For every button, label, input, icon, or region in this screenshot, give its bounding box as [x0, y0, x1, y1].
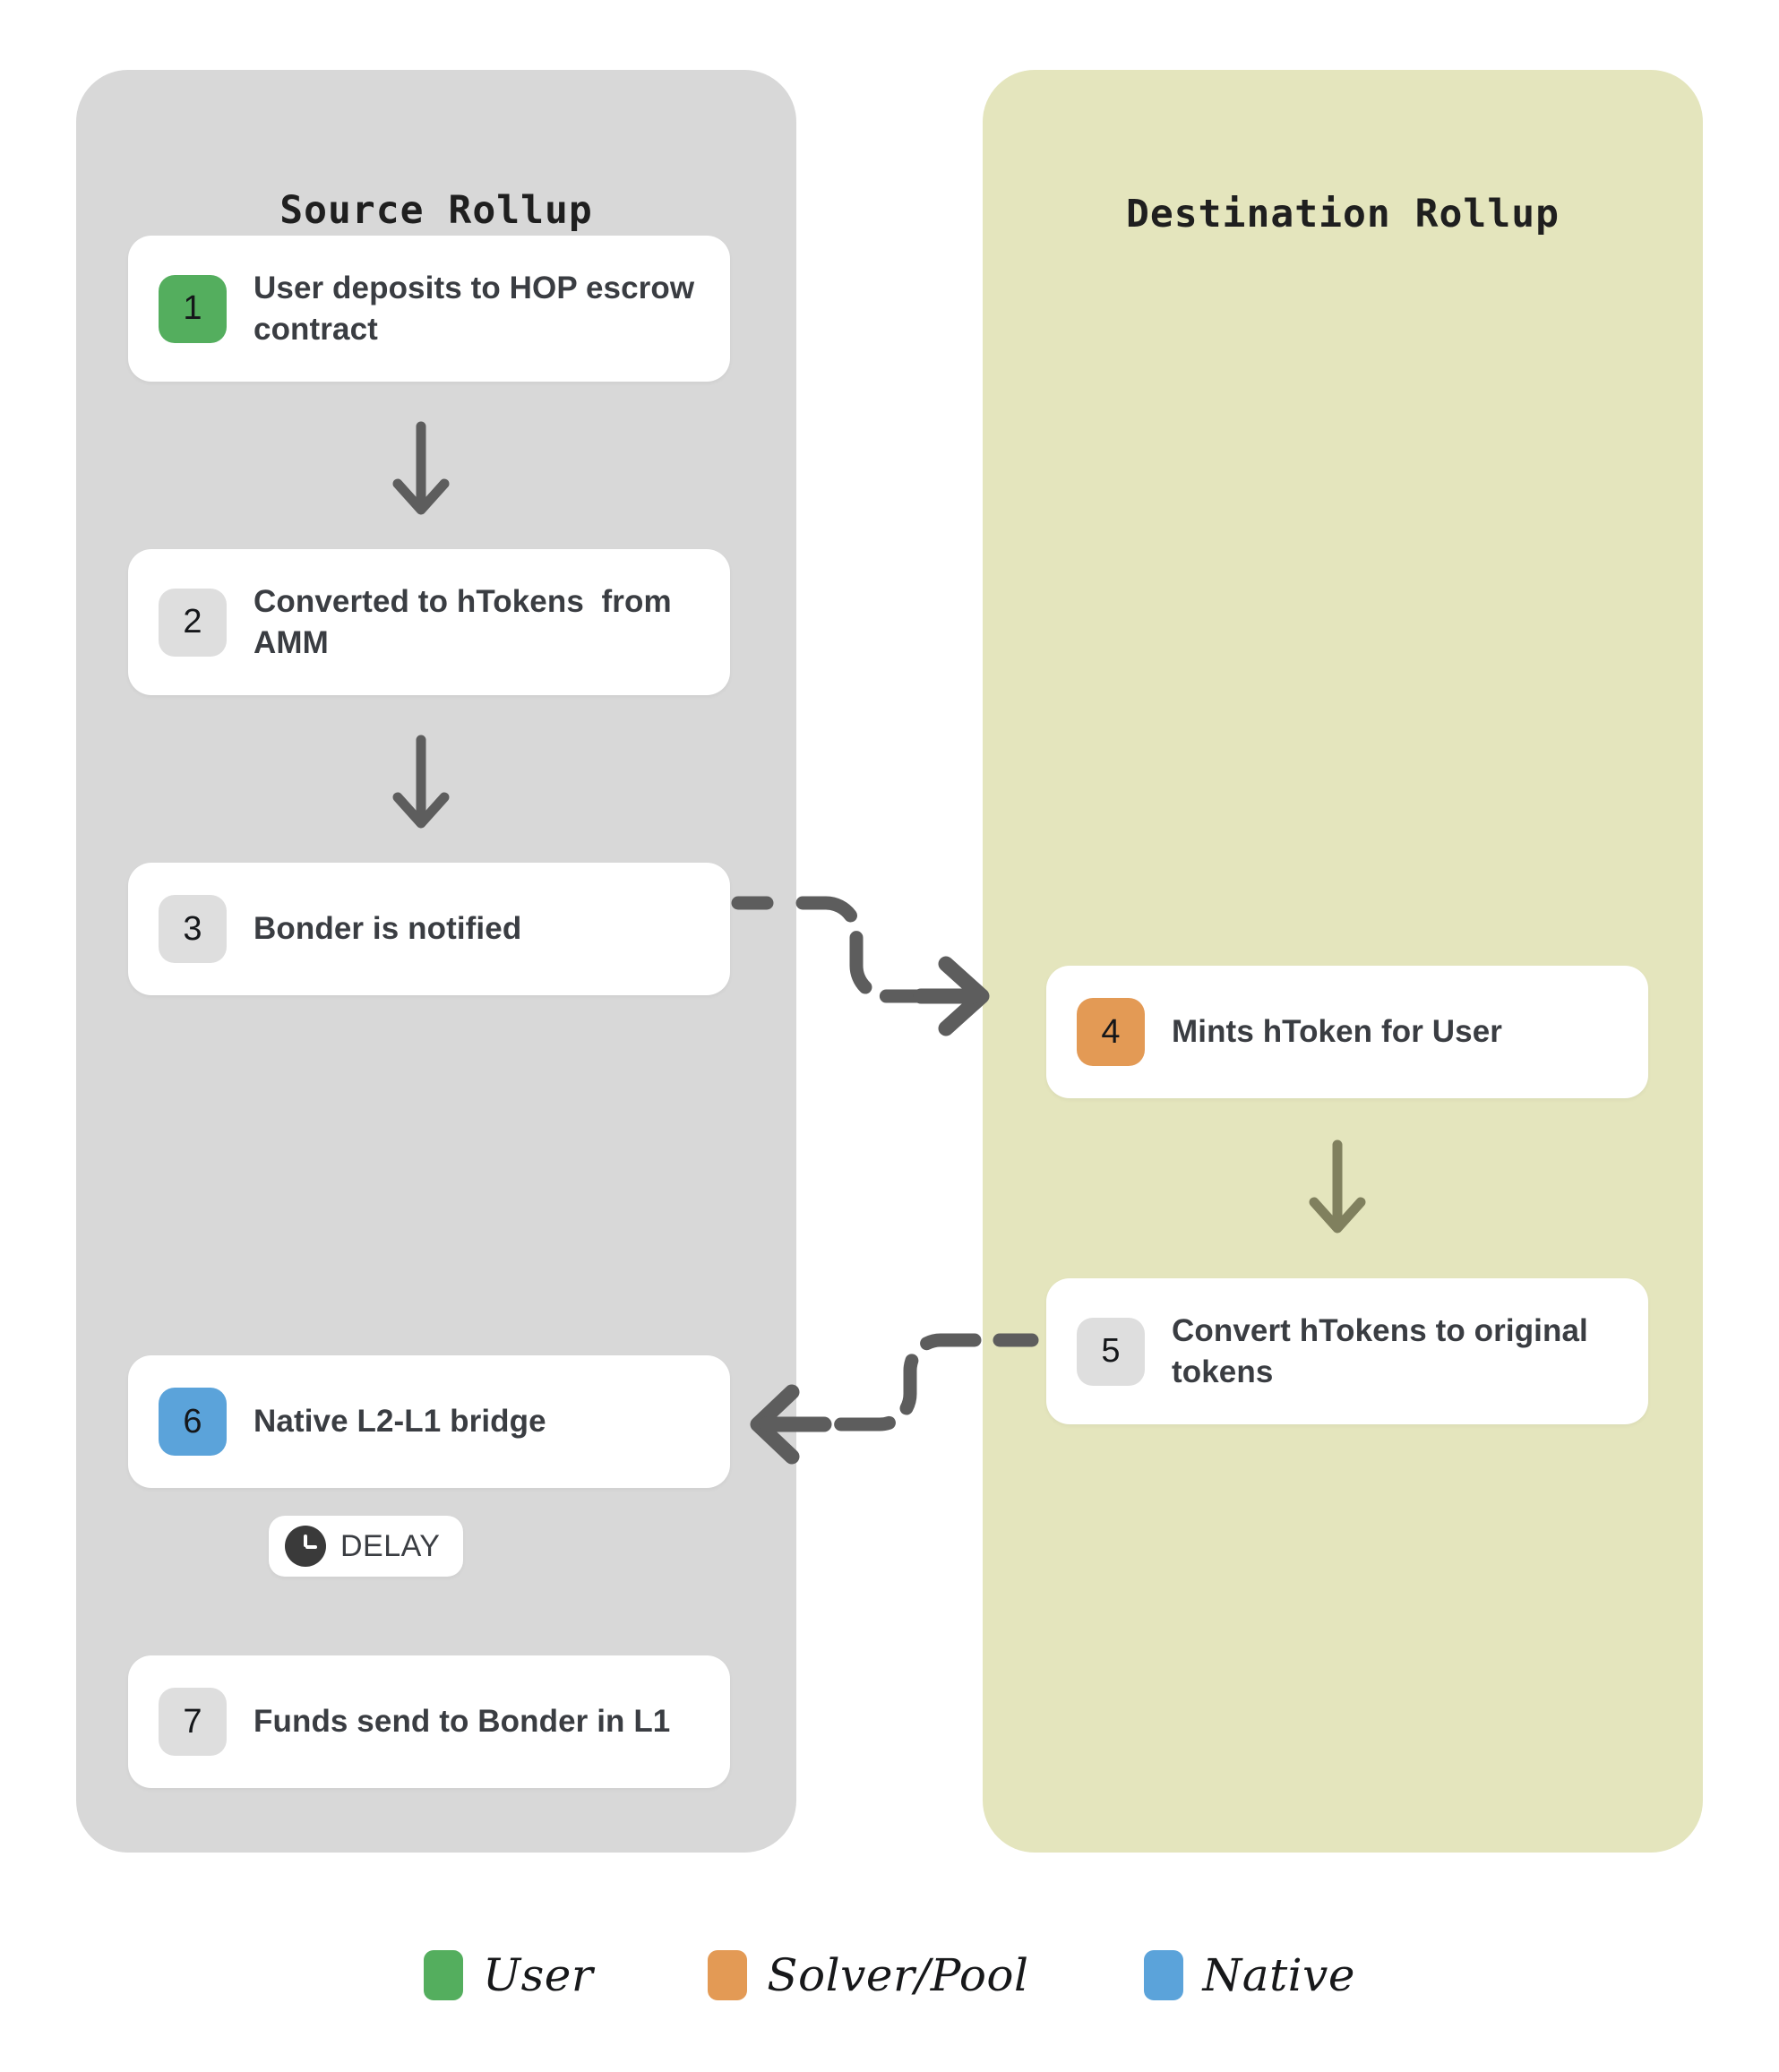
- step-card-3[interactable]: 3 Bonder is notified: [128, 863, 730, 995]
- step-label-3: Bonder is notified: [254, 911, 522, 947]
- step-label-2: Converted to hTokens from AMM: [254, 584, 680, 660]
- step-label-1: User deposits to HOP escrow contract: [254, 271, 704, 347]
- delay-label: DELAY: [340, 1528, 441, 1563]
- step-badge-7: 7: [159, 1688, 227, 1756]
- legend: User Solver/Pool Native: [0, 1949, 1779, 2001]
- step-badge-5: 5: [1077, 1317, 1145, 1386]
- destination-rollup-title: Destination Rollup: [1126, 192, 1560, 236]
- step-card-5[interactable]: 5 Convert hTokens to original tokens: [1046, 1278, 1648, 1424]
- legend-swatch-solver-pool: [708, 1950, 748, 2000]
- step-label-5: Convert hTokens to original tokens: [1172, 1313, 1597, 1389]
- legend-item-native: Native: [1143, 1949, 1356, 2001]
- step-label-4: Mints hToken for User: [1172, 1014, 1502, 1050]
- step-card-6[interactable]: 6 Native L2-L1 bridge: [128, 1355, 730, 1488]
- step-card-7[interactable]: 7 Funds send to Bonder in L1: [128, 1655, 730, 1788]
- step-label-6: Native L2-L1 bridge: [254, 1404, 546, 1440]
- legend-label-solver-pool: Solver/Pool: [767, 1949, 1029, 2001]
- dashed-curved-arrow-left-icon: [750, 1333, 1039, 1465]
- legend-label-user: User: [482, 1949, 594, 2001]
- step-label-7: Funds send to Bonder in L1: [254, 1704, 671, 1740]
- step-badge-1: 1: [159, 274, 227, 343]
- step-card-4[interactable]: 4 Mints hToken for User: [1046, 966, 1648, 1098]
- legend-label-native: Native: [1202, 1949, 1356, 2001]
- down-arrow-icon-2: [392, 735, 450, 829]
- step-badge-2: 2: [159, 588, 227, 657]
- step-card-1[interactable]: 1 User deposits to HOP escrow contract: [128, 236, 730, 382]
- legend-item-user: User: [423, 1949, 594, 2001]
- step-badge-3: 3: [159, 895, 227, 963]
- down-arrow-icon-1: [392, 421, 450, 515]
- legend-swatch-native: [1143, 1950, 1183, 2000]
- step-card-2[interactable]: 2 Converted to hTokens from AMM: [128, 549, 730, 695]
- step-badge-6: 6: [159, 1388, 227, 1456]
- source-rollup-title: Source Rollup: [279, 188, 593, 233]
- legend-item-solver-pool: Solver/Pool: [708, 1949, 1028, 2001]
- step-badge-4: 4: [1077, 998, 1145, 1066]
- clock-icon: [285, 1526, 326, 1567]
- dashed-curved-arrow-right-icon: [731, 896, 990, 1036]
- down-arrow-icon-3: [1309, 1139, 1366, 1234]
- delay-badge: DELAY: [269, 1516, 464, 1577]
- destination-rollup-panel: Destination Rollup: [983, 70, 1703, 1853]
- legend-swatch-user: [423, 1950, 463, 2000]
